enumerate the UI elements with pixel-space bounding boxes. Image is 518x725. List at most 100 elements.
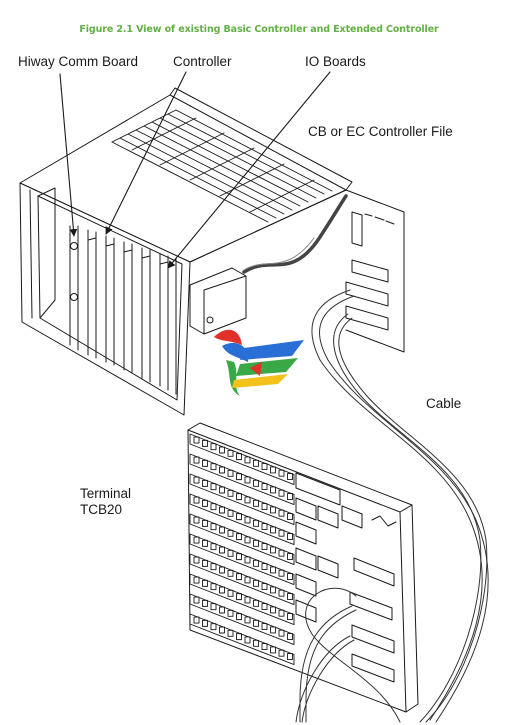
terminal-screw (193, 576, 200, 584)
terminal-screw (210, 523, 217, 531)
terminal-screw (244, 456, 251, 464)
terminal-screw (253, 459, 259, 467)
chassis-front-frame (19, 182, 191, 416)
terminal-screw (193, 516, 200, 524)
terminal-screw (210, 563, 217, 571)
terminal-screw (227, 549, 234, 557)
terminal-screw (270, 506, 276, 514)
terminal-screw (227, 489, 234, 497)
terminal-screw (253, 599, 259, 607)
terminal-screw (244, 576, 251, 584)
terminal-screw (210, 603, 217, 611)
terminal-screw (261, 623, 268, 631)
terminal-screw (193, 456, 200, 464)
terminal-screw (202, 439, 208, 447)
terminal-screw (210, 443, 217, 451)
hiway-board-knob-bottom (70, 293, 78, 301)
terminal-screw (202, 619, 208, 627)
terminal-screw (219, 526, 225, 534)
terminal-screw (193, 436, 200, 444)
terminal-rows (189, 433, 295, 666)
hiway-board-knob-top (70, 242, 78, 250)
terminal-screw (202, 579, 208, 587)
terminal-screw (219, 506, 225, 514)
terminal-screw (287, 633, 293, 640)
terminal-screw (270, 486, 276, 494)
terminal-screw (261, 503, 268, 511)
terminal-screw (210, 483, 217, 491)
chassis-front-opening (37, 195, 183, 401)
terminal-screw (236, 453, 242, 461)
terminal-screw (202, 459, 208, 467)
terminal-screw (270, 466, 276, 474)
terminal-screw (210, 583, 217, 591)
terminal-screw (219, 446, 225, 454)
brand-logo-icon (214, 329, 304, 396)
terminal-screw (236, 593, 242, 601)
terminal-screw (236, 633, 242, 641)
terminal-screw (253, 499, 259, 507)
terminal-screw (253, 519, 259, 527)
terminal-screw (219, 486, 225, 494)
terminal-screw (253, 639, 259, 647)
terminal-screw (253, 619, 259, 627)
terminal-screw (210, 503, 217, 511)
terminal-screw (253, 539, 259, 547)
terminal-screw (253, 559, 259, 567)
terminal-screw (244, 556, 251, 564)
terminal-screw (253, 579, 259, 587)
terminal-screw (244, 596, 251, 604)
terminal-screw (227, 629, 234, 637)
terminal-screw (244, 636, 251, 644)
arrow-controller (105, 71, 187, 235)
terminal-screw (278, 489, 285, 497)
label-terminal-line1: Terminal (80, 486, 132, 501)
terminal-screw (227, 609, 234, 617)
terminal-screw (202, 599, 208, 607)
terminal-screw (210, 463, 217, 471)
terminal-screw (287, 593, 293, 600)
terminal-screw (202, 539, 208, 547)
terminal-screw (287, 573, 293, 580)
terminal-screw (244, 516, 251, 524)
terminal-screw (261, 563, 268, 571)
terminal-screw (193, 556, 200, 564)
terminal-screw (193, 496, 200, 504)
terminal-screw (210, 623, 217, 631)
terminal-screw (219, 626, 225, 634)
terminal-screw (253, 479, 259, 487)
terminal-screw (219, 546, 225, 554)
figure-caption: Figure 2.1 View of existing Basic Contro… (79, 24, 439, 35)
terminal-screw (270, 546, 276, 554)
terminal-screw (278, 569, 285, 577)
terminal-screw (287, 493, 293, 500)
terminal-screw (261, 583, 268, 591)
terminal-screw (270, 586, 276, 594)
terminal-screw (261, 643, 268, 651)
label-hiway-comm-board: Hiway Comm Board (18, 54, 139, 69)
terminal-screw (278, 589, 285, 597)
terminal-screw (278, 549, 285, 557)
terminal-screw (270, 606, 276, 614)
terminal-screw (261, 603, 268, 611)
terminal-screw (236, 613, 242, 621)
terminal-screw (219, 466, 225, 474)
terminal-screw (261, 523, 268, 531)
label-controller: Controller (173, 54, 232, 69)
terminal-screw (261, 483, 268, 491)
terminal-screw (227, 469, 234, 477)
callout-arrows (59, 71, 331, 269)
terminal-screw (287, 553, 293, 560)
terminal-screw (227, 589, 234, 597)
io-boards-stack (69, 225, 177, 395)
terminal-screw (193, 476, 200, 484)
label-controller-file: CB or EC Controller File (308, 124, 453, 139)
terminal-screw (244, 616, 251, 624)
terminal-screw (278, 469, 285, 477)
terminal-screw (270, 646, 276, 654)
terminal-screw (193, 596, 200, 604)
terminal-screw (270, 566, 276, 574)
terminal-screw (287, 613, 293, 620)
terminal-screw (287, 653, 293, 660)
terminal-screw (193, 616, 200, 624)
